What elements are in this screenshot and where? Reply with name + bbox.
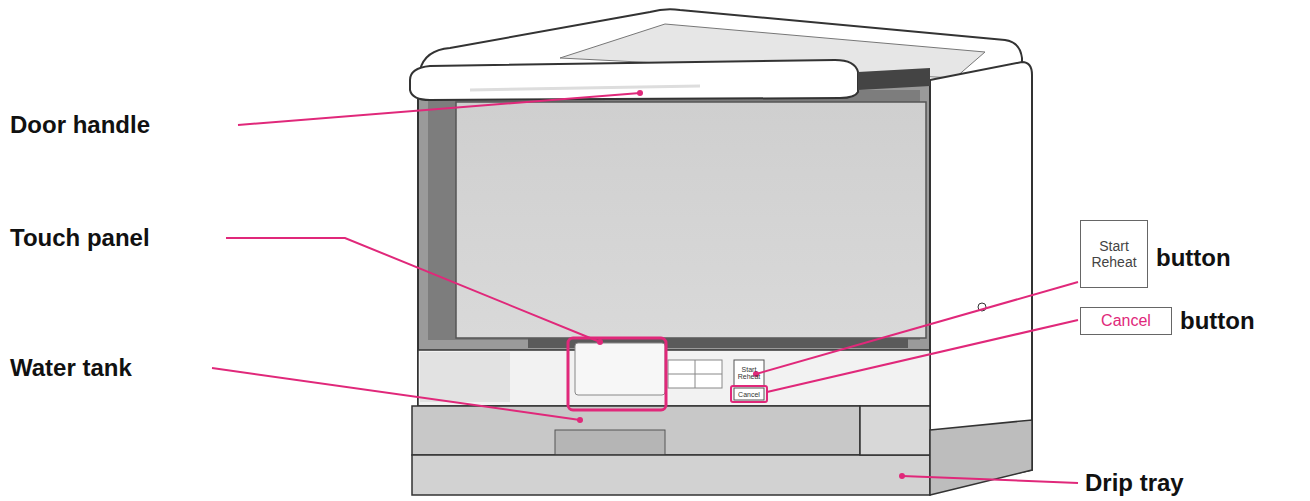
part-label: Touch panel [10,224,150,252]
button-label: button [1156,244,1231,272]
part-label: Door handle [10,111,150,139]
start-reheat-button: Start Reheat [1080,220,1148,288]
cancel-button: Cancel [1080,307,1172,335]
button-label: button [1180,307,1255,335]
button-text: Cancel [1101,312,1151,330]
button-text: Start Reheat [1089,238,1139,270]
part-label: Drip tray [1085,469,1184,497]
panel-marking: Cancel [735,391,763,398]
panel-marking: Start Reheat [735,366,763,380]
part-label: Water tank [10,354,132,382]
